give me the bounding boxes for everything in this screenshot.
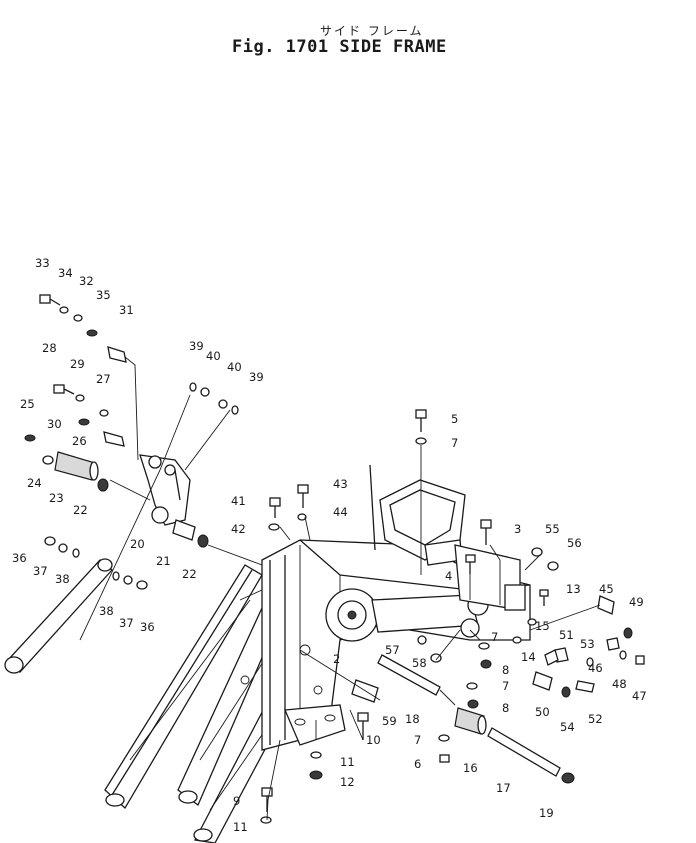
callout-6: 6 [414,757,421,771]
callout-13: 13 [566,582,581,596]
callout-57: 57 [385,643,400,657]
callout-11: 11 [340,755,355,769]
callout-labels: 33 34 32 35 31 28 29 27 25 30 26 24 23 2… [12,256,647,834]
callout-54: 54 [560,720,575,734]
callout-36: 36 [12,551,27,565]
callout-56: 56 [567,536,582,550]
callout-16: 16 [463,761,478,775]
callout-53: 53 [580,637,595,651]
callout-51: 51 [559,628,574,642]
callout-15: 15 [535,619,550,633]
callout-45: 45 [599,582,614,596]
callout-7c: 7 [502,679,509,693]
callout-43: 43 [333,477,348,491]
callout-22: 22 [73,503,88,517]
callout-33: 33 [35,256,50,270]
callout-47: 47 [632,689,647,703]
callout-4: 4 [445,569,452,583]
leader-lines [79,356,601,821]
callout-58: 58 [412,656,427,670]
callout-8: 8 [502,663,509,677]
callout-19: 19 [539,806,554,820]
callout-10: 10 [366,733,381,747]
callout-32: 32 [79,274,94,288]
callout-25: 25 [20,397,35,411]
callout-59: 59 [382,714,397,728]
callout-38b: 38 [99,604,114,618]
callout-23: 23 [49,491,64,505]
callout-26: 26 [72,434,87,448]
callout-48: 48 [612,677,627,691]
callout-40b: 40 [227,360,242,374]
callout-2: 2 [333,652,340,666]
callout-24: 24 [27,476,42,490]
linkage-arm [4,454,191,674]
callout-36b: 36 [140,620,155,634]
callout-5: 5 [451,412,458,426]
callout-9: 9 [233,794,240,808]
callout-3: 3 [514,522,521,536]
small-parts [24,294,645,824]
callout-34: 34 [58,266,73,280]
callout-52: 52 [588,712,603,726]
callout-37: 37 [33,564,48,578]
callout-35: 35 [96,288,111,302]
callout-46: 46 [588,661,603,675]
callout-18: 18 [405,712,420,726]
callout-38: 38 [55,572,70,586]
callout-50: 50 [535,705,550,719]
callout-49: 49 [629,595,644,609]
callout-37b: 37 [119,616,134,630]
callout-28: 28 [42,341,57,355]
callout-21: 21 [156,554,171,568]
callout-22b: 22 [182,567,197,581]
callout-14: 14 [521,650,536,664]
callout-55: 55 [545,522,560,536]
figure-title: Fig. 1701 SIDE FRAME [232,37,447,57]
callout-31: 31 [119,303,134,317]
callout-7d: 7 [414,733,421,747]
callout-7: 7 [451,436,458,450]
callout-40: 40 [206,349,221,363]
callout-39b: 39 [249,370,264,384]
callout-44: 44 [333,505,348,519]
japanese-title: サイド フレーム [320,24,424,38]
callout-41: 41 [231,494,246,508]
callout-27: 27 [96,372,111,386]
callout-7b: 7 [491,630,498,644]
callout-39: 39 [189,339,204,353]
callout-30: 30 [47,417,62,431]
callout-8b: 8 [502,701,509,715]
callout-29: 29 [70,357,85,371]
callout-12: 12 [340,775,355,789]
callout-11b: 11 [233,820,248,834]
callout-42: 42 [231,522,246,536]
callout-20: 20 [130,537,145,551]
callout-17: 17 [496,781,511,795]
